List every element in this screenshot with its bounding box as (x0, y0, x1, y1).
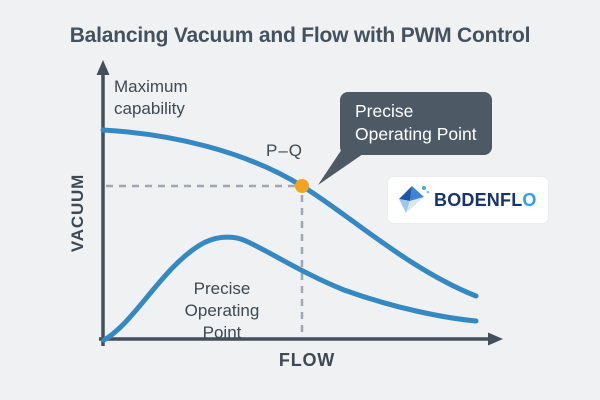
bodenflo-logo-text: BODENFLO (434, 190, 537, 211)
lower-point-line1: Precise (193, 279, 251, 298)
lower-point-line3: Point (202, 323, 242, 342)
max-capability-line2: capability (114, 99, 185, 118)
logo-text-accent: O (522, 189, 537, 210)
max-capability-line1: Maximum (114, 77, 188, 96)
operating-point-callout: Precise Operating Point (340, 92, 492, 155)
operating-point-marker (295, 179, 309, 193)
callout-line2: Operating Point (355, 124, 477, 144)
y-axis-label: VACUUM (68, 173, 87, 253)
callout-line1: Precise (355, 101, 414, 121)
lower-operating-point-label: Precise Operating Point (152, 278, 292, 344)
bodenflo-logo-mark (399, 186, 430, 213)
x-axis-arrow-icon (488, 332, 503, 346)
bodenflo-logo-card: BODENFLO (388, 177, 548, 223)
max-capability-label: Maximum capability (114, 76, 188, 120)
lower-point-line2: Operating (184, 301, 260, 320)
x-axis-label: FLOW (278, 350, 336, 370)
pwm-operating-curve (101, 234, 479, 343)
y-axis-arrow-icon (96, 60, 110, 75)
chart-title: Balancing Vacuum and Flow with PWM Contr… (69, 24, 531, 47)
logo-text-main: BODENFL (434, 189, 523, 210)
pq-curve-label: P–Q (266, 141, 304, 160)
